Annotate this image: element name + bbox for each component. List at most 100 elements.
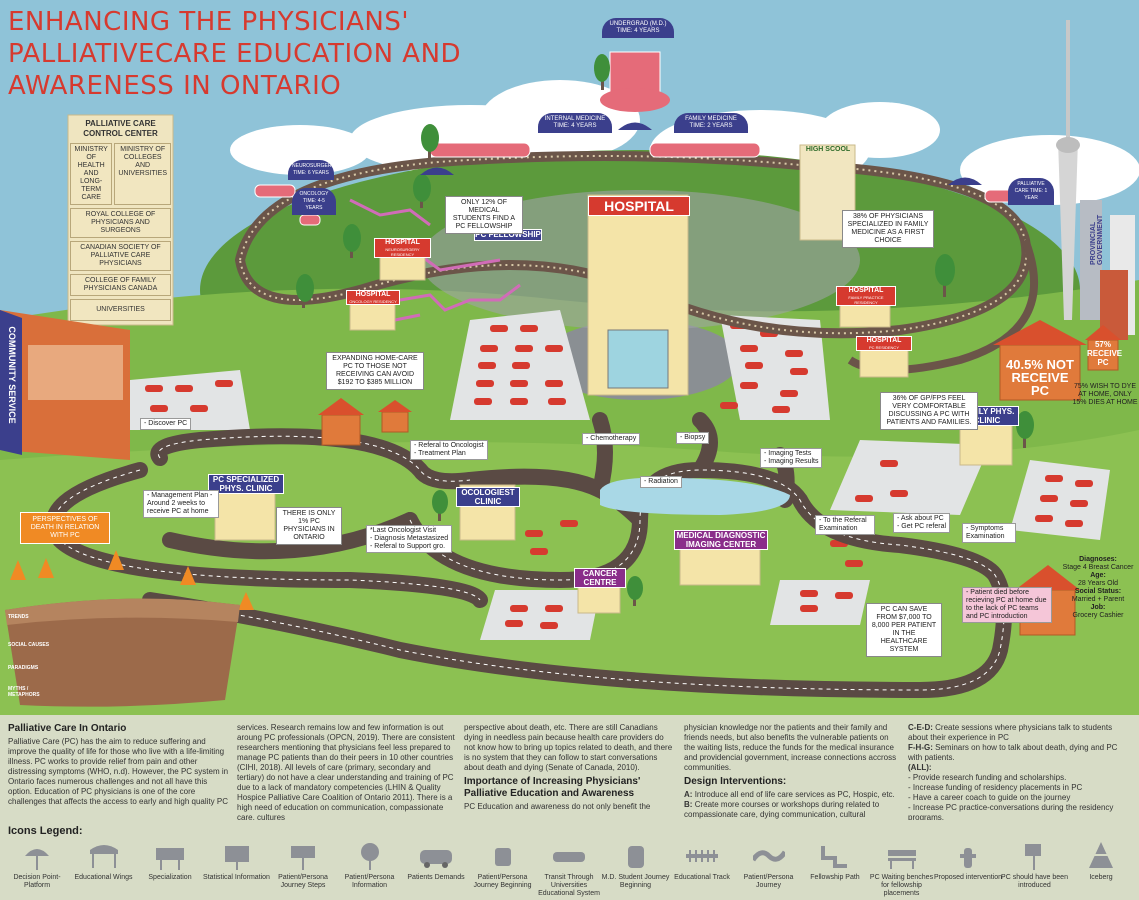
fact-receive: 57% RECEIVE PC xyxy=(1087,340,1123,367)
legend-item-wings: Educational Wings xyxy=(69,840,139,882)
legend-label: Patients Demands xyxy=(407,874,465,881)
iceberg-myths: MYTHS / METAPHORS xyxy=(8,686,40,698)
journey-last-visit: *Last Oncologist Visit - Diagnosis Metas… xyxy=(366,525,453,553)
patient-age-label: Age: xyxy=(1090,572,1106,579)
bench-icon xyxy=(867,840,937,872)
legend-item-umbrella: Decision Point-Platform xyxy=(2,840,72,890)
legend-label: Proposed intervention xyxy=(933,874,1003,881)
info-col-2: services. Research remains low and few i… xyxy=(237,723,455,823)
info-all-label: (ALL): xyxy=(908,763,932,772)
legend-label: M.D. Student Journey Beginning xyxy=(601,874,670,889)
fact-gp-comfort: 36% OF GP/FPS FEEL VERY COMFORTABLE DISC… xyxy=(880,392,978,430)
legend-item-journey-steps: Patient/Persona Journey Steps xyxy=(268,840,338,890)
journey-to-referal: - To the Referal Examination xyxy=(815,515,875,535)
hospital-neurosurgery-sub: NEUROSURGERY RESIDENCY xyxy=(385,247,420,257)
hospital-neurosurgery-sign: HOSPITAL NEUROSURGERY RESIDENCY xyxy=(374,238,431,258)
sign-provincial-government: PROVINCIAL GOVERNMENT xyxy=(1090,214,1104,265)
legend-item-bench: PC Waiting benches for fellowship placem… xyxy=(867,840,937,898)
patient-job: Grocery Cashier xyxy=(1072,612,1124,619)
iceberg-icon xyxy=(1066,840,1136,872)
journey-referral: - Referal to Oncologist - Treatment Plan xyxy=(410,440,488,460)
title-line-1: ENHANCING THE PHYSICIANS' xyxy=(8,7,409,37)
hospital-neurosurgery-title: HOSPITAL xyxy=(385,239,420,246)
oncologist-clinic-sign: OCOLOGIEST CLINIC xyxy=(456,487,520,507)
hospital-main-sign: HOSPITAL xyxy=(588,196,690,216)
journey-chemo: - Chemotherapy xyxy=(582,433,641,445)
hospital-family-title: HOSPITAL xyxy=(848,287,884,294)
control-item-health: MINISTRY OF HEALTH AND LONG-TERM CARE xyxy=(70,143,113,205)
hospital-family-sign: HOSPITAL FAMILY PRACTICE RESIDENCY xyxy=(836,286,896,306)
info-col-5: C-E-D: Create sessions where physicians … xyxy=(908,723,1133,823)
journey-management: - Management Plan - Around 2 weeks to re… xyxy=(143,490,219,518)
control-center-title: PALLIATIVE CARE CONTROL CENTER xyxy=(83,119,158,138)
legend-item-train: Transit Through Universities Educational… xyxy=(534,840,604,898)
legend-item-tram: M.D. Student Journey Beginning xyxy=(601,840,671,890)
journey-biopsy: - Biopsy xyxy=(676,432,710,444)
hospital-pc-title: HOSPITAL xyxy=(866,337,902,344)
hospital-pc-sign: HOSPITAL PC RESIDENCY xyxy=(856,336,912,351)
fact-homecare: EXPANDING HOME-CARE PC TO THOSE NOT RECE… xyxy=(326,352,424,390)
info-ced: Create sessions where physicians talk to… xyxy=(908,723,1113,742)
patient-info: Diagnoses: Stage 4 Breast Cancer Age: 28… xyxy=(1058,556,1138,620)
community-service-label: COMMUNITY SERVICE xyxy=(7,326,17,424)
sign-neurosurgery: NEUROSURGERY TIME: 6 YEARS xyxy=(288,160,335,180)
umbrella-icon xyxy=(2,840,72,872)
info-a-label: A: xyxy=(684,790,693,799)
legend-label: Educational Track xyxy=(674,874,730,881)
infographic-scene: ENHANCING THE PHYSICIANS' PALLIATIVECARE… xyxy=(0,7,1139,715)
fact-twelve-percent: ONLY 12% OF MEDICAL STUDENTS FIND A PC F… xyxy=(445,196,523,234)
info-all-1: - Provide research funding and scholarsh… xyxy=(908,773,1067,782)
legend-item-path: Fellowship Path xyxy=(800,840,870,882)
iceberg-social: SOCIAL CAUSES xyxy=(8,642,50,648)
path-icon xyxy=(800,840,870,872)
info-paragraph-4: PC Education and awareness do not only b… xyxy=(464,802,651,811)
journey-symptoms: - Symptoms Examination xyxy=(962,523,1016,543)
legend-item-hydrant: Proposed intervention xyxy=(933,840,1003,882)
journey-radiation: - Radiation xyxy=(640,476,682,488)
fact-save: PC CAN SAVE FROM $7,000 TO 8,000 PER PAT… xyxy=(866,603,942,657)
legend-label: PC should have been introduced xyxy=(1001,874,1068,889)
title-line-3: AWARENESS IN ONTARIO xyxy=(8,71,342,101)
info-heading-palliative: Palliative Care In Ontario xyxy=(8,723,127,734)
legend-label: Fellowship Path xyxy=(810,874,860,881)
info-heading-design: Design Interventions: xyxy=(684,776,787,787)
info-paragraph-2: services. Research remains low and few i… xyxy=(237,723,455,822)
hospital-pc-sub: PC RESIDENCY xyxy=(868,345,899,350)
patient-age: 28 Years Old xyxy=(1077,580,1119,587)
info-fhg: Seminars on how to talk about death, dyi… xyxy=(908,743,1118,762)
sign-perspectives-death: PERSPECTIVES OF DEATH IN RELATION WITH P… xyxy=(20,512,110,544)
flag-icon xyxy=(1000,840,1070,872)
bus-icon xyxy=(401,840,471,872)
info-col-1: Palliative Care In Ontario Palliative Ca… xyxy=(8,723,230,807)
legend-label: PC Waiting benches for fellowship placem… xyxy=(869,874,934,897)
patient-social-label: Social Status: xyxy=(1074,588,1122,595)
patient-diagnoses: Stage 4 Breast Cancer xyxy=(1062,564,1134,571)
iceberg-paradigms: PARADIGMS xyxy=(8,665,39,671)
info-a: Introduce all end of life care services … xyxy=(694,790,895,799)
legend-label: Patient/Persona Journey Beginning xyxy=(473,874,532,889)
legend-title: Icons Legend: xyxy=(8,825,83,837)
legend-item-persona-info: Patient/Persona Information xyxy=(335,840,405,890)
imaging-center-sign: MEDICAL DIAGNOSTIC IMAGING CENTER xyxy=(674,530,768,550)
persona-info-icon xyxy=(335,840,405,872)
car-icon xyxy=(468,840,538,872)
info-all-3: - Have a career coach to guide on the jo… xyxy=(908,793,1071,802)
info-ced-label: C-E-D: xyxy=(908,723,933,732)
info-section: Palliative Care In Ontario Palliative Ca… xyxy=(0,715,1139,829)
legend-label: Iceberg xyxy=(1089,874,1113,881)
control-item-royal-college: ROYAL COLLEGE OF PHYSICIANS AND SURGEONS xyxy=(70,208,171,238)
title-line-2: PALLIATIVECARE EDUCATION AND xyxy=(8,39,462,69)
fact-thirtyeight-percent: 38% OF PHYSICIANS SPECIALIZED IN FAMILY … xyxy=(842,210,934,248)
sign-undergrad: UNDERGRAD (M.D.) TIME: 4 YEARS xyxy=(602,18,674,38)
hospital-oncology-sign: HOSPITAL ONCOLOGY RESIDENCY xyxy=(346,290,400,305)
iceberg-trends: TRENDS xyxy=(8,614,29,620)
hydrant-icon xyxy=(933,840,1003,872)
info-all-4: - Increase PC practice-conversations dur… xyxy=(908,803,1114,822)
legend-item-iceberg: Iceberg xyxy=(1066,840,1136,882)
control-item-cspcp: CANADIAN SOCIETY OF PALLIATIVE CARE PHYS… xyxy=(70,241,171,271)
journey-discover: - Discover PC xyxy=(140,418,192,430)
patient-job-label: Job: xyxy=(1090,604,1106,611)
info-paragraph-3: perspective about death, etc. There are … xyxy=(464,723,673,772)
legend-item-car: Patient/Persona Journey Beginning xyxy=(468,840,538,890)
